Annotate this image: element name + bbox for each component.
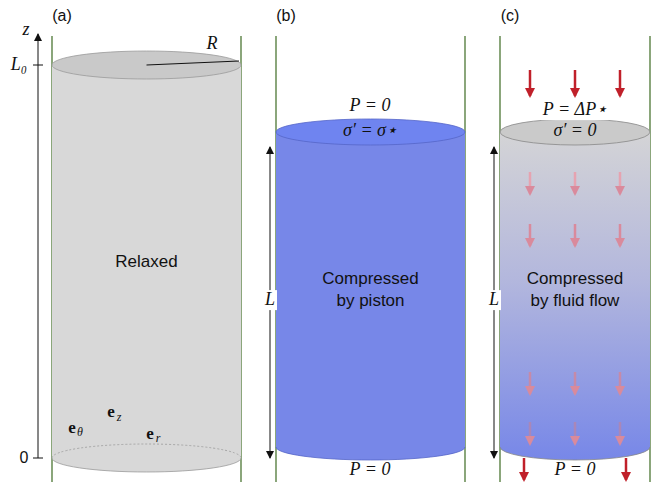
boundary-condition: P = ΔP⋆ xyxy=(541,100,609,120)
boundary-condition: P = 0 xyxy=(555,460,596,480)
basis-subscript: θ xyxy=(77,426,83,439)
axis-tick: 0 xyxy=(20,449,29,467)
state-label: Compressed by fluid flow xyxy=(520,268,630,311)
state-label: Compressed by piston xyxy=(316,268,426,311)
radius-label: R xyxy=(207,34,218,54)
cylinder: Relaxed xyxy=(52,65,241,458)
cylinder-outline xyxy=(500,119,650,460)
length-label: L xyxy=(263,290,277,310)
boundary-condition: P = 0 xyxy=(350,460,391,480)
state-label: Relaxed xyxy=(115,251,177,272)
basis-subscript: r xyxy=(156,432,161,445)
boundary-condition: P = 0 xyxy=(350,96,391,116)
tube-walls xyxy=(52,36,650,482)
panel-letter: (b) xyxy=(276,7,296,25)
axis xyxy=(33,34,43,458)
length-label: L xyxy=(487,290,501,310)
cylinder-outline xyxy=(276,119,465,460)
cylinder: Compressed by fluid flow xyxy=(500,132,650,447)
panel-letter: (a) xyxy=(52,7,72,25)
cylinder: Compressed by piston xyxy=(276,132,465,447)
boundary-condition: σ′ = 0 xyxy=(554,121,597,141)
boundary-condition: σ′ = σ⋆ xyxy=(343,121,397,141)
panel-letter: (c) xyxy=(501,7,520,25)
basis-subscript: z xyxy=(117,411,122,424)
axis-name: z xyxy=(22,20,29,40)
basis-vector: e xyxy=(68,419,76,438)
basis-vector: e xyxy=(107,403,115,422)
basis-vector: e xyxy=(146,425,154,444)
axis-tick: L₀ xyxy=(11,55,27,75)
